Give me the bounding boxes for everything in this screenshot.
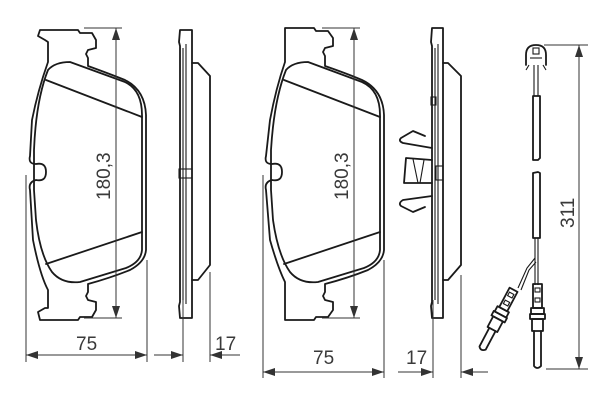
brake-pad-1-side-view [178,29,211,319]
pad-1-thickness-dimension: 17 [154,272,240,362]
pad-2-width-dimension: 75 [262,175,385,378]
sensor-length-label: 311 [558,198,579,228]
brake-pad-2-front-view [264,27,385,321]
pad-1-width-dimension: 75 [25,175,148,362]
brake-pad-1-front-view [28,29,147,321]
wear-sensor-cable [478,44,547,369]
brake-pad-2-side-view [430,27,462,319]
pad-1-height-dimension: 180,3 [84,27,122,319]
pad-2-height-label: 180,3 [332,152,353,200]
pad-1-width-label: 75 [76,334,97,355]
sensor-length-dimension: 311 [544,44,588,370]
pad-2-thickness-dimension: 17 [398,275,488,378]
pad-2-thickness-label: 17 [406,348,427,369]
pad-1-thickness-label: 17 [215,334,236,355]
pad-1-height-label: 180,3 [94,152,115,200]
spring-clip [398,130,433,213]
pad-2-height-dimension: 180,3 [322,27,360,319]
pad-2-width-label: 75 [313,348,334,369]
